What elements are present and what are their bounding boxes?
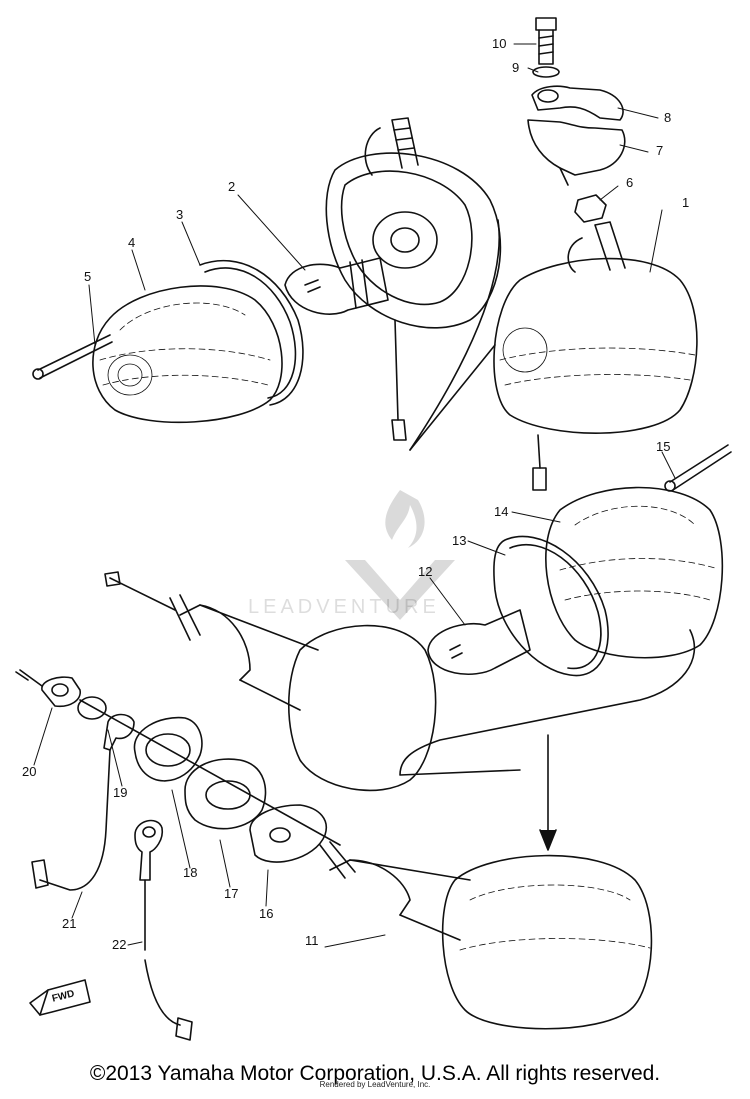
callout-label-20: 20 <box>22 764 37 779</box>
callout-label-14: 14 <box>494 504 509 519</box>
callout-label-21: 21 <box>62 916 77 931</box>
watermark-logo <box>345 490 455 620</box>
callout-label-17: 17 <box>224 886 239 901</box>
fwd-arrow-icon <box>29 979 91 1016</box>
terminal-part-19 <box>31 713 135 891</box>
callout-label-6: 6 <box>626 175 634 190</box>
nut-part-20 <box>15 669 81 708</box>
callout-label-9: 9 <box>512 60 520 75</box>
callout-label-11: 11 <box>305 933 319 948</box>
arrow-head <box>539 829 557 851</box>
callout-label-15: 15 <box>656 439 671 454</box>
leader-lines <box>33 43 676 948</box>
bolt-part-10 <box>535 17 557 65</box>
lens-part-14 <box>545 486 724 659</box>
callout-label-13: 13 <box>452 533 467 548</box>
screw-part-5 <box>32 334 113 380</box>
callout-label-18: 18 <box>183 865 198 880</box>
callout-label-10: 10 <box>492 36 507 51</box>
bulb-part-2 <box>284 257 389 315</box>
housing-part-1 <box>493 221 698 491</box>
gasket-part-3 <box>199 259 304 406</box>
washer-part-19 <box>77 696 107 720</box>
grommet-part-17 <box>184 758 267 830</box>
terminal-part-22 <box>134 819 193 1041</box>
copyright-text: ©2013 Yamaha Motor Corporation, U.S.A. A… <box>89 1062 661 1085</box>
watermark-text: LEADVENTURE <box>248 596 440 618</box>
nut-part-6 <box>574 194 607 223</box>
screw-part-15 <box>664 444 732 492</box>
bulb-part-12 <box>427 609 531 675</box>
callout-label-22: 22 <box>112 937 127 952</box>
callout-label-16: 16 <box>259 906 274 921</box>
callout-label-3: 3 <box>176 207 184 222</box>
clamp-part-8 <box>531 85 624 121</box>
rendered-by-text: Rendered by LeadVenture, Inc. <box>319 1080 431 1089</box>
callout-label-12: 12 <box>418 564 433 579</box>
callout-label-2: 2 <box>228 179 236 194</box>
callout-label-4: 4 <box>128 235 136 250</box>
stalk-housing-part-11 <box>319 841 653 1030</box>
washer-part-9 <box>532 66 560 78</box>
callout-label-7: 7 <box>656 143 664 158</box>
axis-stem <box>79 699 341 846</box>
callout-label-1: 1 <box>682 195 690 210</box>
clamp-part-7 <box>527 119 626 186</box>
bracket-line <box>399 629 696 776</box>
spacer-part-18 <box>133 716 203 782</box>
washer-part-16 <box>249 804 327 863</box>
callout-label-8: 8 <box>664 110 672 125</box>
callout-label-5: 5 <box>84 269 92 284</box>
gasket-part-13 <box>493 535 609 677</box>
stalk-housing-middle <box>104 571 437 792</box>
housing-base-top <box>325 117 502 451</box>
callout-label-19: 19 <box>113 785 128 800</box>
lens-part-4 <box>92 285 283 424</box>
